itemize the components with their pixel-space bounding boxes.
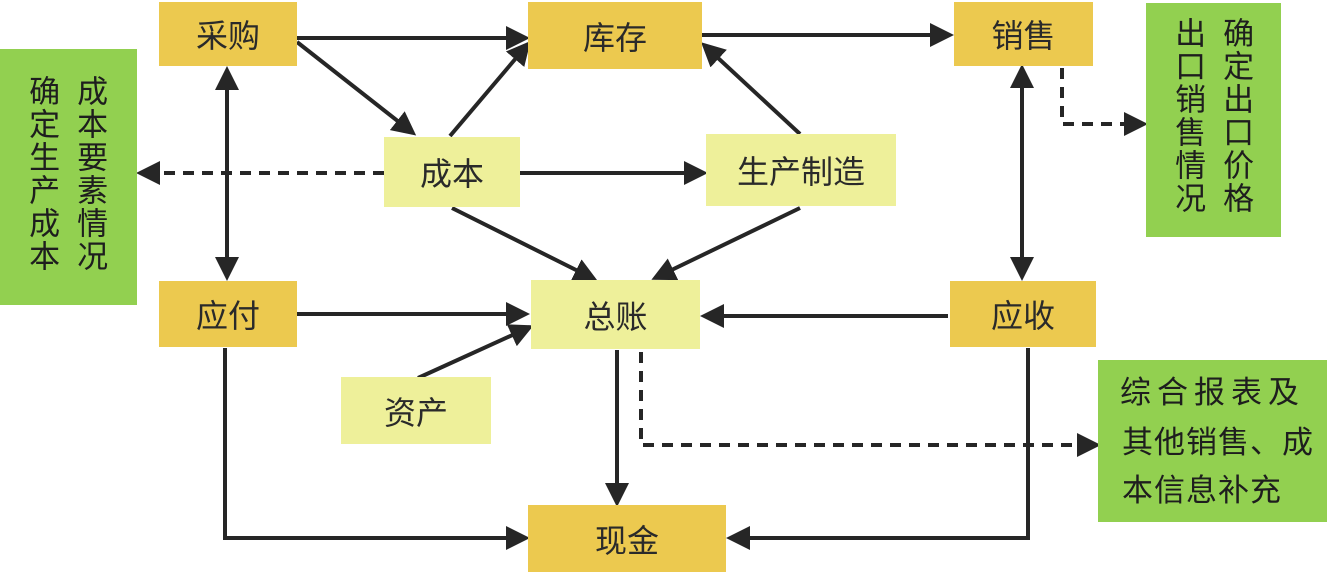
node-assets: 资产 [341,377,491,444]
node-inventory: 库存 [528,2,702,69]
note-right-col1: 确定出口价格 [1217,17,1254,215]
arrow-cost-to-ledger [451,206,598,281]
arrow-receivable-to-cash [726,348,1030,550]
note-export-sales: 确定出口价格 出口销售情况 [1146,3,1281,237]
note-bottom-line2: 其他销售、成 [1122,425,1314,461]
node-cash: 现金 [528,505,726,572]
node-sales-label: 销售 [991,17,1056,55]
note-left-col1: 确定生产成本 [23,75,60,273]
note-bottom-line1: 综合报表及 [1120,375,1305,411]
node-ledger: 总账 [531,280,700,349]
node-manufacturing-label: 生产制造 [736,153,865,191]
node-receivable: 应收 [950,281,1096,347]
arrow-manufacturing-to-inventory [701,42,802,136]
node-cash-label: 现金 [594,521,659,560]
node-payable-label: 应付 [195,297,260,335]
note-right-col2: 出口销售情况 [1169,17,1206,215]
note-reports-supplement: 综合报表及 其他销售、成 本信息补充 [1098,360,1327,522]
node-assets-label: 资产 [383,393,448,432]
node-payable: 应付 [159,281,297,347]
node-receivable-label: 应收 [990,297,1055,335]
note-production-cost: 确定生产成本 成本要素情况 [0,49,137,305]
arrow-payable-to-cash [223,348,530,550]
dashed-sales-to-right-note [1060,68,1148,136]
node-manufacturing: 生产制造 [706,134,896,206]
node-purchase-label: 采购 [195,17,260,55]
node-ledger-label: 总账 [583,297,648,336]
arrow-assets-to-ledger [417,324,534,380]
arrow-manufacturing-to-ledger [651,206,801,281]
note-bottom-line3: 本信息补充 [1122,473,1282,509]
node-cost: 成本 [384,137,520,207]
node-cost-label: 成本 [419,155,484,193]
node-sales: 销售 [954,2,1093,66]
arrow-cost-to-inventory [448,40,531,138]
arrow-purchase-to-cost [295,40,417,136]
node-inventory-label: 库存 [582,18,647,57]
note-left-col2: 成本要素情况 [71,75,108,273]
node-purchase: 采购 [159,2,297,66]
